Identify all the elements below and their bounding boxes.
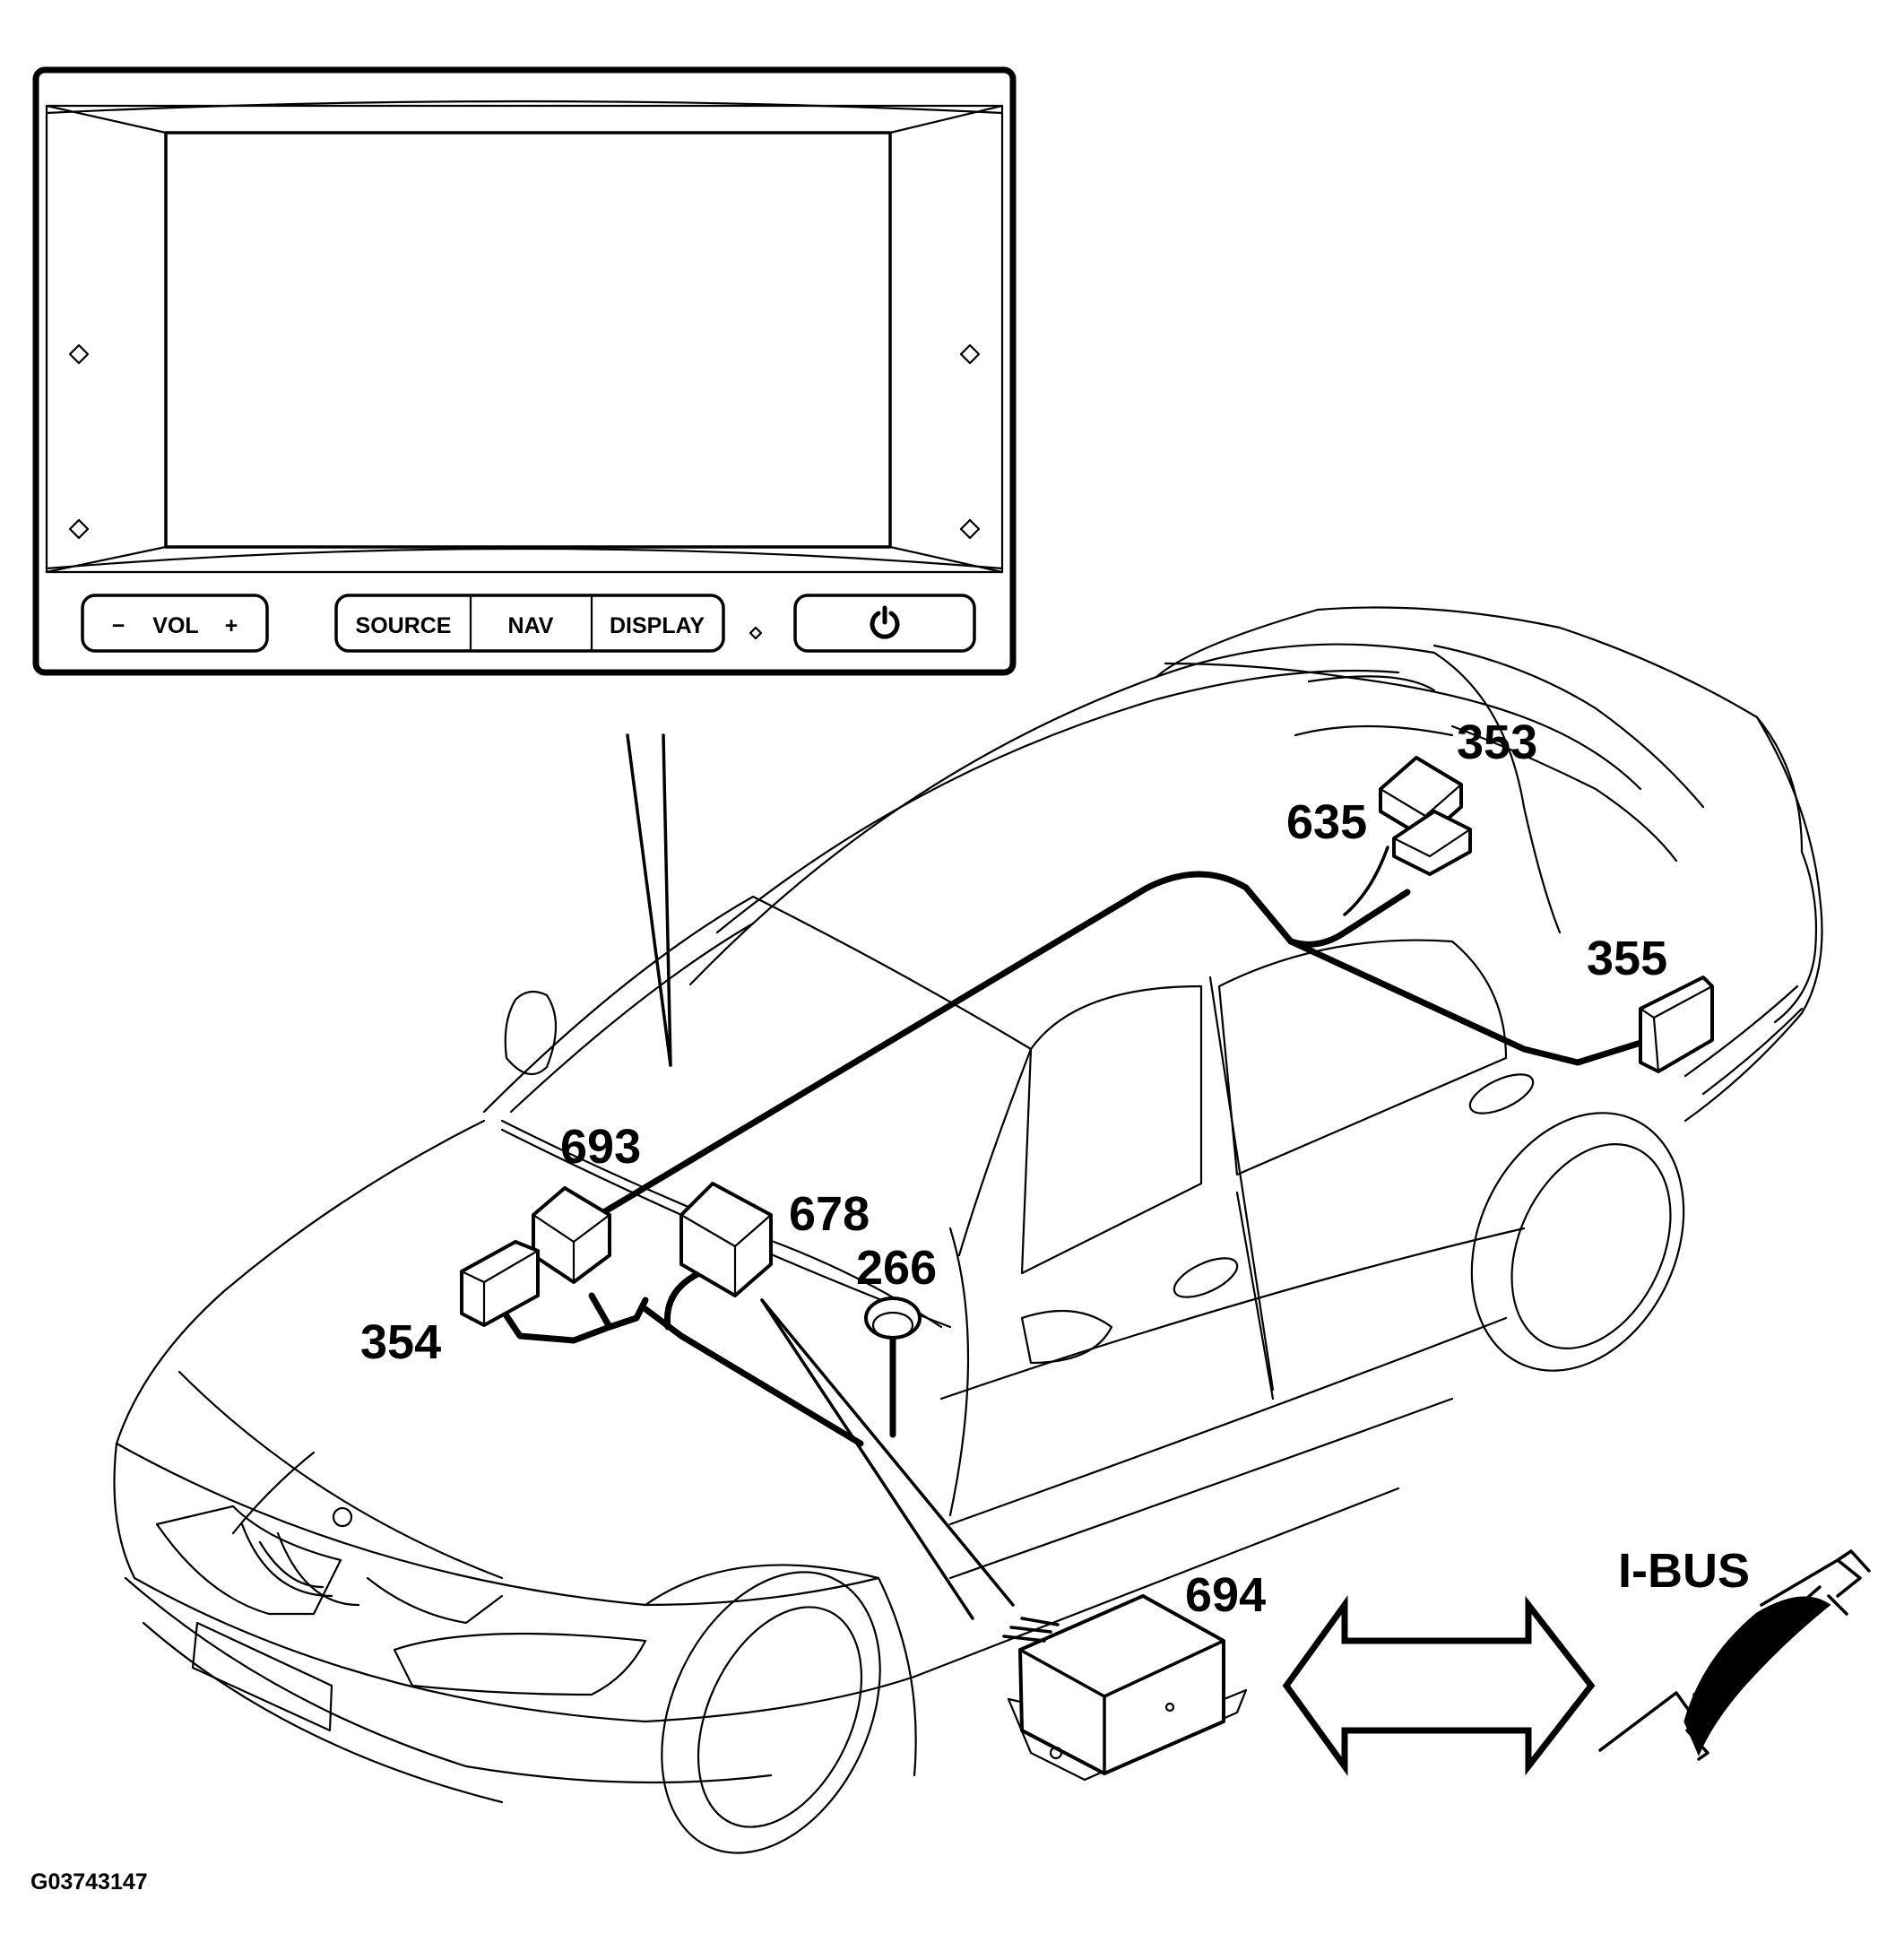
- callout-labels: 353 635 355 693 678 266 354 694 I-BUS: [360, 715, 1750, 1622]
- display-bottom-curve: [45, 547, 1004, 570]
- wiring-harness: [498, 846, 1653, 1447]
- callout-354: 354: [360, 1315, 441, 1369]
- mode-button-group: SOURCE NAV DISPLAY: [334, 594, 725, 653]
- screw-icon: [959, 343, 981, 365]
- source-button[interactable]: SOURCE: [339, 598, 469, 648]
- callout-355: 355: [1587, 932, 1667, 985]
- callout-353: 353: [1457, 715, 1537, 769]
- component-694: [1002, 1594, 1248, 1782]
- source-button-label: SOURCE: [356, 613, 452, 638]
- display-top-curve: [45, 100, 1004, 115]
- callout-693: 693: [560, 1120, 641, 1174]
- screw-icon: [959, 518, 981, 540]
- component-635: [1392, 810, 1472, 876]
- display-button[interactable]: DISPLAY: [593, 598, 721, 648]
- power-button[interactable]: [793, 594, 976, 653]
- figure-id: G03743147: [30, 1869, 148, 1895]
- display-button-label: DISPLAY: [610, 613, 705, 638]
- indicator-light: [749, 626, 763, 640]
- display-screen: [164, 131, 892, 549]
- display-leader: [626, 733, 672, 1067]
- volume-label: VOL: [152, 613, 198, 638]
- component-354: [460, 1240, 540, 1327]
- callout-694: 694: [1185, 1568, 1266, 1622]
- component-678: [679, 1182, 773, 1297]
- callout-635: 635: [1286, 795, 1367, 849]
- component-266: [864, 1297, 922, 1340]
- license-plate: [191, 1621, 333, 1732]
- callout-266: 266: [856, 1241, 937, 1295]
- emblem-icon: [332, 1506, 353, 1528]
- screw-icon: [68, 343, 90, 365]
- volume-rocker[interactable]: − VOL +: [81, 594, 269, 653]
- component-355: [1639, 976, 1714, 1073]
- power-icon: [870, 605, 900, 639]
- component-693: [532, 1186, 611, 1284]
- bidirectional-arrow-icon: [1282, 1595, 1596, 1776]
- leader-694: [760, 1298, 1015, 1620]
- car-outline: [113, 606, 1823, 1854]
- ibus-connector-icon: [1598, 1549, 1871, 1761]
- nav-button[interactable]: NAV: [472, 598, 590, 648]
- display-unit: − VOL + SOURCE NAV DISPLAY: [32, 66, 1017, 676]
- display-bezel: [32, 66, 1017, 676]
- screw-icon: [68, 518, 90, 540]
- callout-678: 678: [789, 1187, 870, 1241]
- volume-up-label: +: [225, 613, 238, 638]
- volume-down-label: −: [112, 613, 125, 638]
- display-inner-frame: [45, 104, 1004, 574]
- ibus-label: I-BUS: [1618, 1544, 1750, 1598]
- nav-button-label: NAV: [508, 613, 554, 638]
